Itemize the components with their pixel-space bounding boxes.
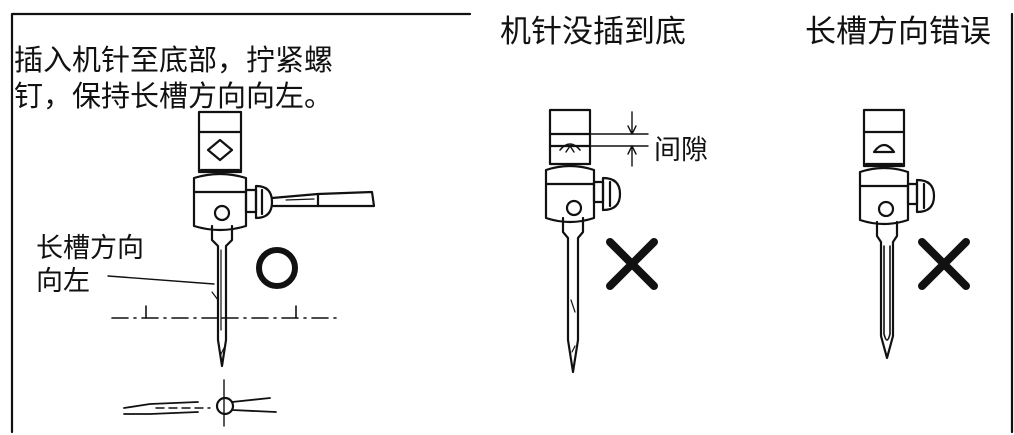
instruction-text: 插入机针至底部，拧紧螺 钉，保持长槽方向向左。 — [14, 42, 333, 114]
instruction-line-2: 钉，保持长槽方向向左。 — [14, 79, 334, 113]
needle-wrong-direction — [858, 108, 936, 360]
instruction-line-1: 插入机针至底部，拧紧螺 — [14, 43, 334, 77]
frame-border — [10, 12, 1014, 434]
wrong-cross-icon — [918, 238, 970, 290]
gap-label: 间隙 — [654, 135, 708, 166]
groove-direction-label: 长槽方向 向左 — [36, 232, 144, 298]
wrong-cross-icon — [606, 238, 658, 290]
needle-not-inserted — [544, 108, 649, 374]
groove-label-line-1: 长槽方向 — [36, 233, 144, 264]
correct-circle-icon — [256, 247, 298, 289]
title-wrong-direction: 长槽方向错误 — [805, 14, 991, 50]
groove-label-line-2: 向左 — [36, 266, 90, 297]
title-not-inserted: 机针没插到底 — [500, 14, 686, 50]
needle-correct — [107, 110, 376, 427]
